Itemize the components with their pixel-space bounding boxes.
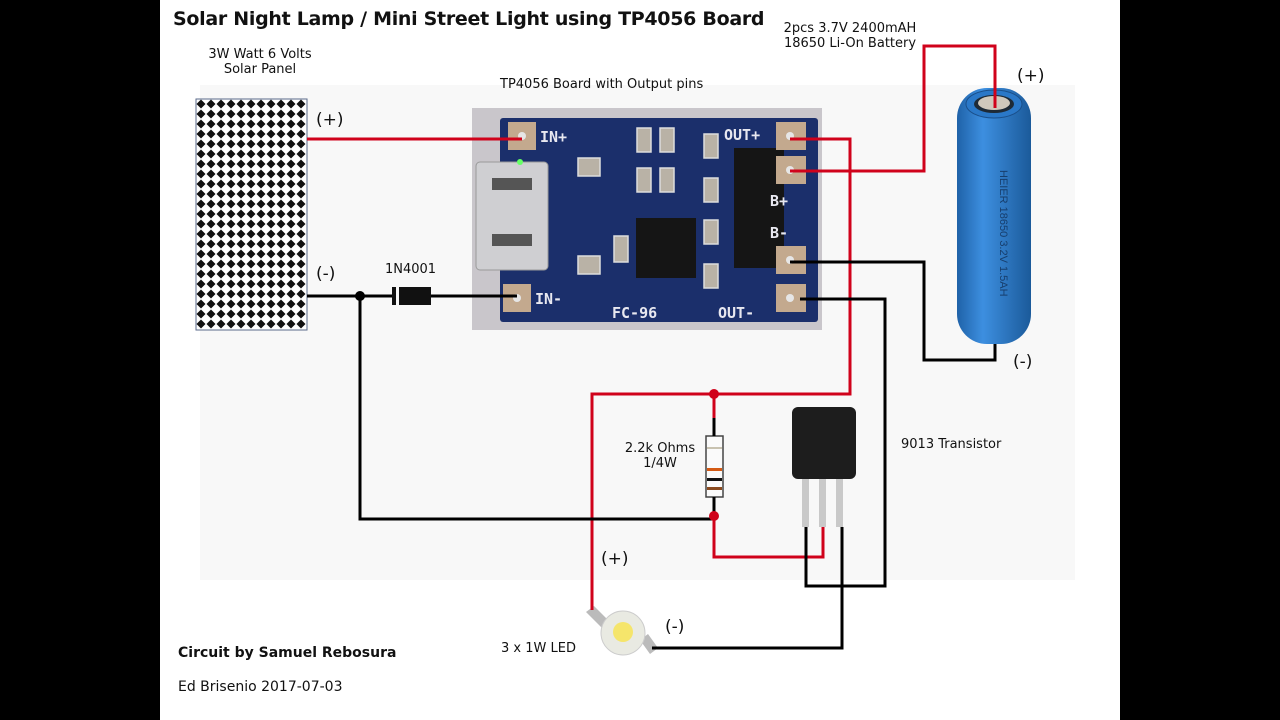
pin-label-b-plus: B+ bbox=[770, 192, 788, 210]
pin-label-out-minus: OUT- bbox=[718, 304, 754, 322]
solar-panel-label-line2: Solar Panel bbox=[223, 62, 297, 77]
resistor-label: 2.2k Ohms 1/4W bbox=[620, 441, 700, 471]
battery-print: HEIER 18650 3.2V 1.5AH bbox=[997, 170, 1009, 297]
junction-dot bbox=[709, 389, 719, 399]
transistor-9013 bbox=[792, 407, 856, 527]
resistor-label-line1: 2.2k Ohms bbox=[624, 441, 696, 456]
battery-plus-label: (+) bbox=[1017, 66, 1045, 86]
led-label: 3 x 1W LED bbox=[501, 641, 576, 656]
transistor-label: 9013 Transistor bbox=[901, 437, 1002, 452]
wire-out-plus-to-led bbox=[590, 137, 852, 610]
resistor bbox=[705, 435, 724, 498]
solar-panel-label-line1: 3W Watt 6 Volts bbox=[208, 47, 312, 62]
pin-label-in-plus: IN+ bbox=[540, 128, 567, 146]
wire-bplus-to-battery bbox=[790, 44, 997, 173]
ic-chip bbox=[734, 148, 784, 268]
tp4056-board: IN+ IN- OUT+ B+ B- OUT- FC-96 bbox=[472, 108, 822, 330]
led-plus-label: (+) bbox=[601, 549, 629, 569]
board-silkscreen: FC-96 bbox=[612, 304, 657, 322]
diode-label: 1N4001 bbox=[385, 262, 437, 277]
resistor-label-line2: 1/4W bbox=[643, 456, 677, 471]
circuit-credit: Circuit by Samuel Rebosura bbox=[178, 645, 397, 661]
wire-collector-to-led bbox=[652, 527, 844, 650]
junction-dot bbox=[709, 511, 719, 521]
tp4056-label: TP4056 Board with Output pins bbox=[500, 77, 704, 92]
junction-dot bbox=[355, 291, 365, 301]
led-minus-label: (-) bbox=[665, 617, 685, 637]
wire-to-resistor-bottom bbox=[358, 296, 714, 521]
battery-label: 2pcs 3.7V 2400mAH 18650 Li-On Battery bbox=[780, 21, 920, 51]
solar-panel-label: 3W Watt 6 Volts Solar Panel bbox=[200, 47, 320, 77]
diode-1n4001 bbox=[392, 287, 431, 305]
battery-label-line1: 2pcs 3.7V 2400mAH bbox=[783, 21, 917, 36]
battery: HEIER 18650 3.2V 1.5AH bbox=[957, 88, 1031, 344]
diagram-title: Solar Night Lamp / Mini Street Light usi… bbox=[173, 8, 765, 30]
negative-wires bbox=[307, 260, 997, 650]
ic-chip bbox=[636, 218, 696, 278]
positive-wires bbox=[307, 44, 997, 610]
pin-label-in-minus: IN- bbox=[535, 290, 562, 308]
battery-label-line2: 18650 Li-On Battery bbox=[783, 36, 917, 51]
wire-out-minus-to-emitter bbox=[800, 297, 887, 588]
author-date: Ed Brisenio 2017-07-03 bbox=[178, 679, 343, 695]
solar-minus-label: (-) bbox=[316, 264, 336, 284]
solar-plus-label: (+) bbox=[316, 110, 344, 130]
battery-minus-label: (-) bbox=[1013, 352, 1033, 372]
wire-resistor-to-base bbox=[712, 516, 825, 559]
pin-label-b-minus: B- bbox=[770, 224, 788, 242]
led bbox=[586, 606, 658, 656]
wire-bminus-to-battery bbox=[790, 260, 997, 362]
pin-label-out-plus: OUT+ bbox=[724, 126, 760, 144]
solar-panel bbox=[195, 98, 308, 331]
